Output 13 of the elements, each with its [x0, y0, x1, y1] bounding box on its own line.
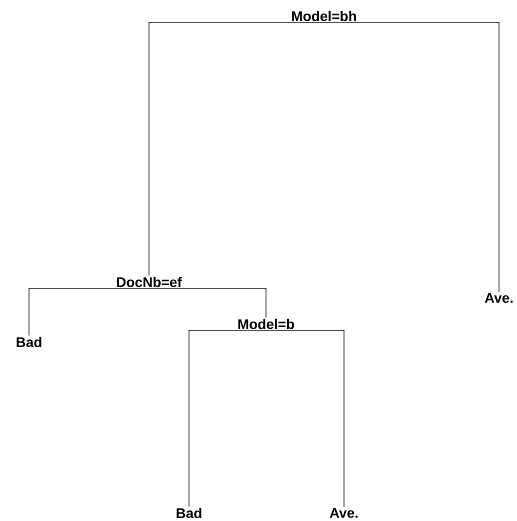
leaf-label: Ave.: [330, 508, 358, 518]
tree-branch: [266, 330, 344, 508]
tree-branch: [324, 22, 500, 292]
split-label: Model=bh: [292, 10, 356, 22]
tree-branch: [148, 22, 324, 276]
tree-branch: [28, 288, 150, 336]
split-label: DocNb=ef: [117, 276, 182, 288]
tree-branch: [148, 288, 266, 318]
leaf-label: Ave.: [484, 293, 513, 303]
tree-branch: [188, 330, 266, 507]
split-label: Model=b: [238, 318, 294, 330]
leaf-label: Bad: [16, 336, 42, 348]
leaf-label: Bad: [176, 508, 202, 518]
